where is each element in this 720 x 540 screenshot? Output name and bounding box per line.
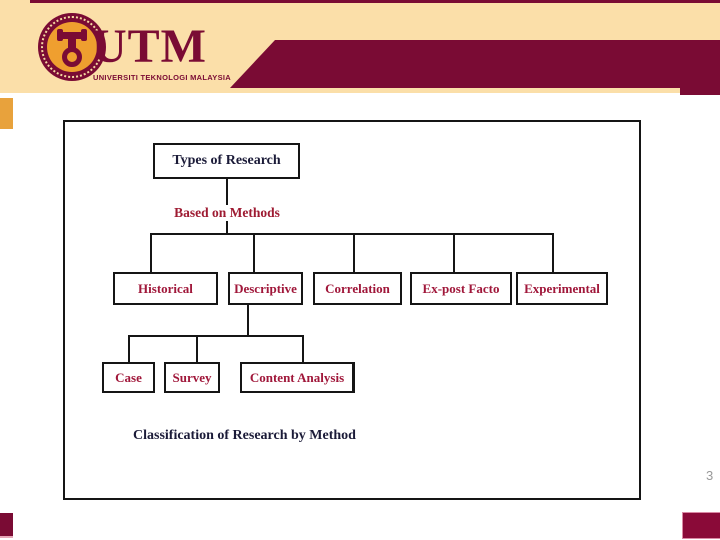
node-ex-post-facto: Ex-post Facto — [410, 272, 512, 305]
node-survey: Survey — [164, 362, 220, 393]
connector-drop — [253, 233, 255, 273]
connector-drop — [196, 335, 198, 362]
bottom-left-accent-block — [0, 513, 13, 538]
top-accent-line — [30, 0, 720, 3]
bottom-right-accent-block — [682, 512, 720, 539]
connector-drop — [353, 233, 355, 273]
connector-drop — [453, 233, 455, 273]
node-correlation: Correlation — [313, 272, 402, 305]
diagram-caption: Classification of Research by Method — [133, 428, 356, 443]
seal-ring — [41, 16, 103, 78]
connector-children-horizontal — [128, 335, 304, 337]
utm-logo-subtitle: UNIVERSITI TEKNOLOGI MALAYSIA — [93, 73, 232, 82]
maroon-banner — [230, 40, 720, 88]
diagram-frame — [63, 120, 641, 500]
maroon-banner-notch — [680, 60, 720, 95]
seal-emblem — [68, 38, 76, 50]
utm-logo-text: UTM — [92, 20, 207, 73]
node-content-analysis: Content Analysis — [240, 362, 355, 393]
seal-emblem — [62, 47, 82, 67]
node-descriptive: Descriptive — [228, 272, 303, 305]
connector-drop — [128, 335, 130, 362]
connector-descriptive-down — [247, 305, 249, 336]
page-number: 3 — [706, 468, 714, 483]
utm-seal-icon — [38, 13, 106, 81]
left-accent-block — [0, 98, 13, 129]
connector-drop — [302, 335, 304, 362]
branch-label-based-on-methods: Based on Methods — [166, 205, 288, 221]
node-historical: Historical — [113, 272, 218, 305]
connector-drop — [150, 233, 152, 273]
connector-methods-horizontal — [150, 233, 554, 235]
node-case: Case — [102, 362, 155, 393]
node-experimental: Experimental — [516, 272, 608, 305]
node-types-of-research: Types of Research — [153, 143, 300, 179]
connector-drop — [552, 233, 554, 273]
seal-emblem — [59, 32, 85, 39]
